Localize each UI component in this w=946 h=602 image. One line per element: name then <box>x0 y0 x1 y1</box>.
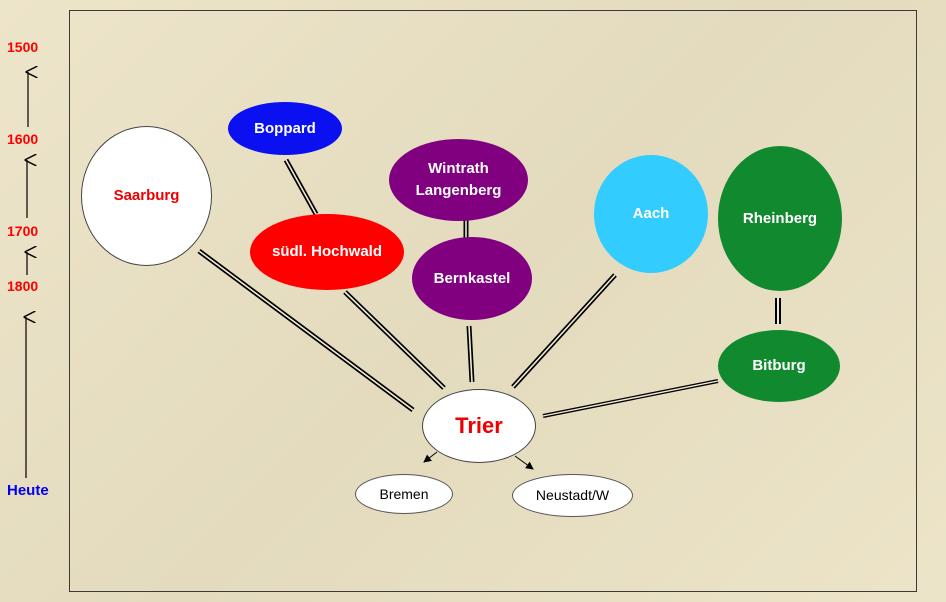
node-bitburg-label: Bitburg <box>752 357 806 375</box>
line-bernkastel-trier <box>466 325 475 383</box>
year-1600: 1600 <box>7 131 39 147</box>
node-neustadt-label: Neustadt/W <box>535 487 610 504</box>
line-hochwald-trier <box>343 290 446 390</box>
today-label: Heute <box>7 482 49 499</box>
node-wintrath-label: Wintrath <box>428 160 489 178</box>
node-hochwald: südl. Hochwald <box>250 214 404 290</box>
line-boppard-hochwald <box>283 158 319 216</box>
node-saarburg: Saarburg <box>81 126 212 266</box>
connection-lines <box>197 158 781 418</box>
node-boppard: Boppard <box>228 102 342 155</box>
node-rheinberg: Rheinberg <box>718 146 842 291</box>
node-aach: Aach <box>594 155 708 273</box>
node-boppard-label: Boppard <box>254 119 316 137</box>
node-aach-label: Aach <box>632 205 670 223</box>
node-hochwald-label: südl. Hochwald <box>271 243 382 261</box>
node-saarburg-label: Saarburg <box>113 187 180 205</box>
node-trier-label: Trier <box>455 413 503 439</box>
node-rheinberg-label: Rheinberg <box>742 209 818 227</box>
line-saarburg-trier <box>197 248 415 413</box>
year-1500: 1500 <box>7 39 39 55</box>
line-aach-trier <box>511 273 617 389</box>
node-trier: Trier <box>422 389 536 463</box>
node-neustadt: Neustadt/W <box>512 474 633 517</box>
year-1700: 1700 <box>7 223 39 239</box>
line-bitburg-trier <box>542 379 719 418</box>
node-bremen-label: Bremen <box>379 485 429 502</box>
node-bremen: Bremen <box>355 474 453 514</box>
node-wintrath-langenberg: Wintrath Langenberg <box>389 139 528 221</box>
timeline-arrows <box>26 72 28 478</box>
trier-arrows <box>423 451 534 470</box>
node-langenberg-label: Langenberg <box>415 182 502 199</box>
node-bitburg: Bitburg <box>718 330 840 402</box>
node-bernkastel: Bernkastel <box>412 237 532 320</box>
year-1800: 1800 <box>7 278 39 294</box>
diagram-frame <box>69 10 917 592</box>
node-bernkastel-label: Bernkastel <box>433 269 511 287</box>
